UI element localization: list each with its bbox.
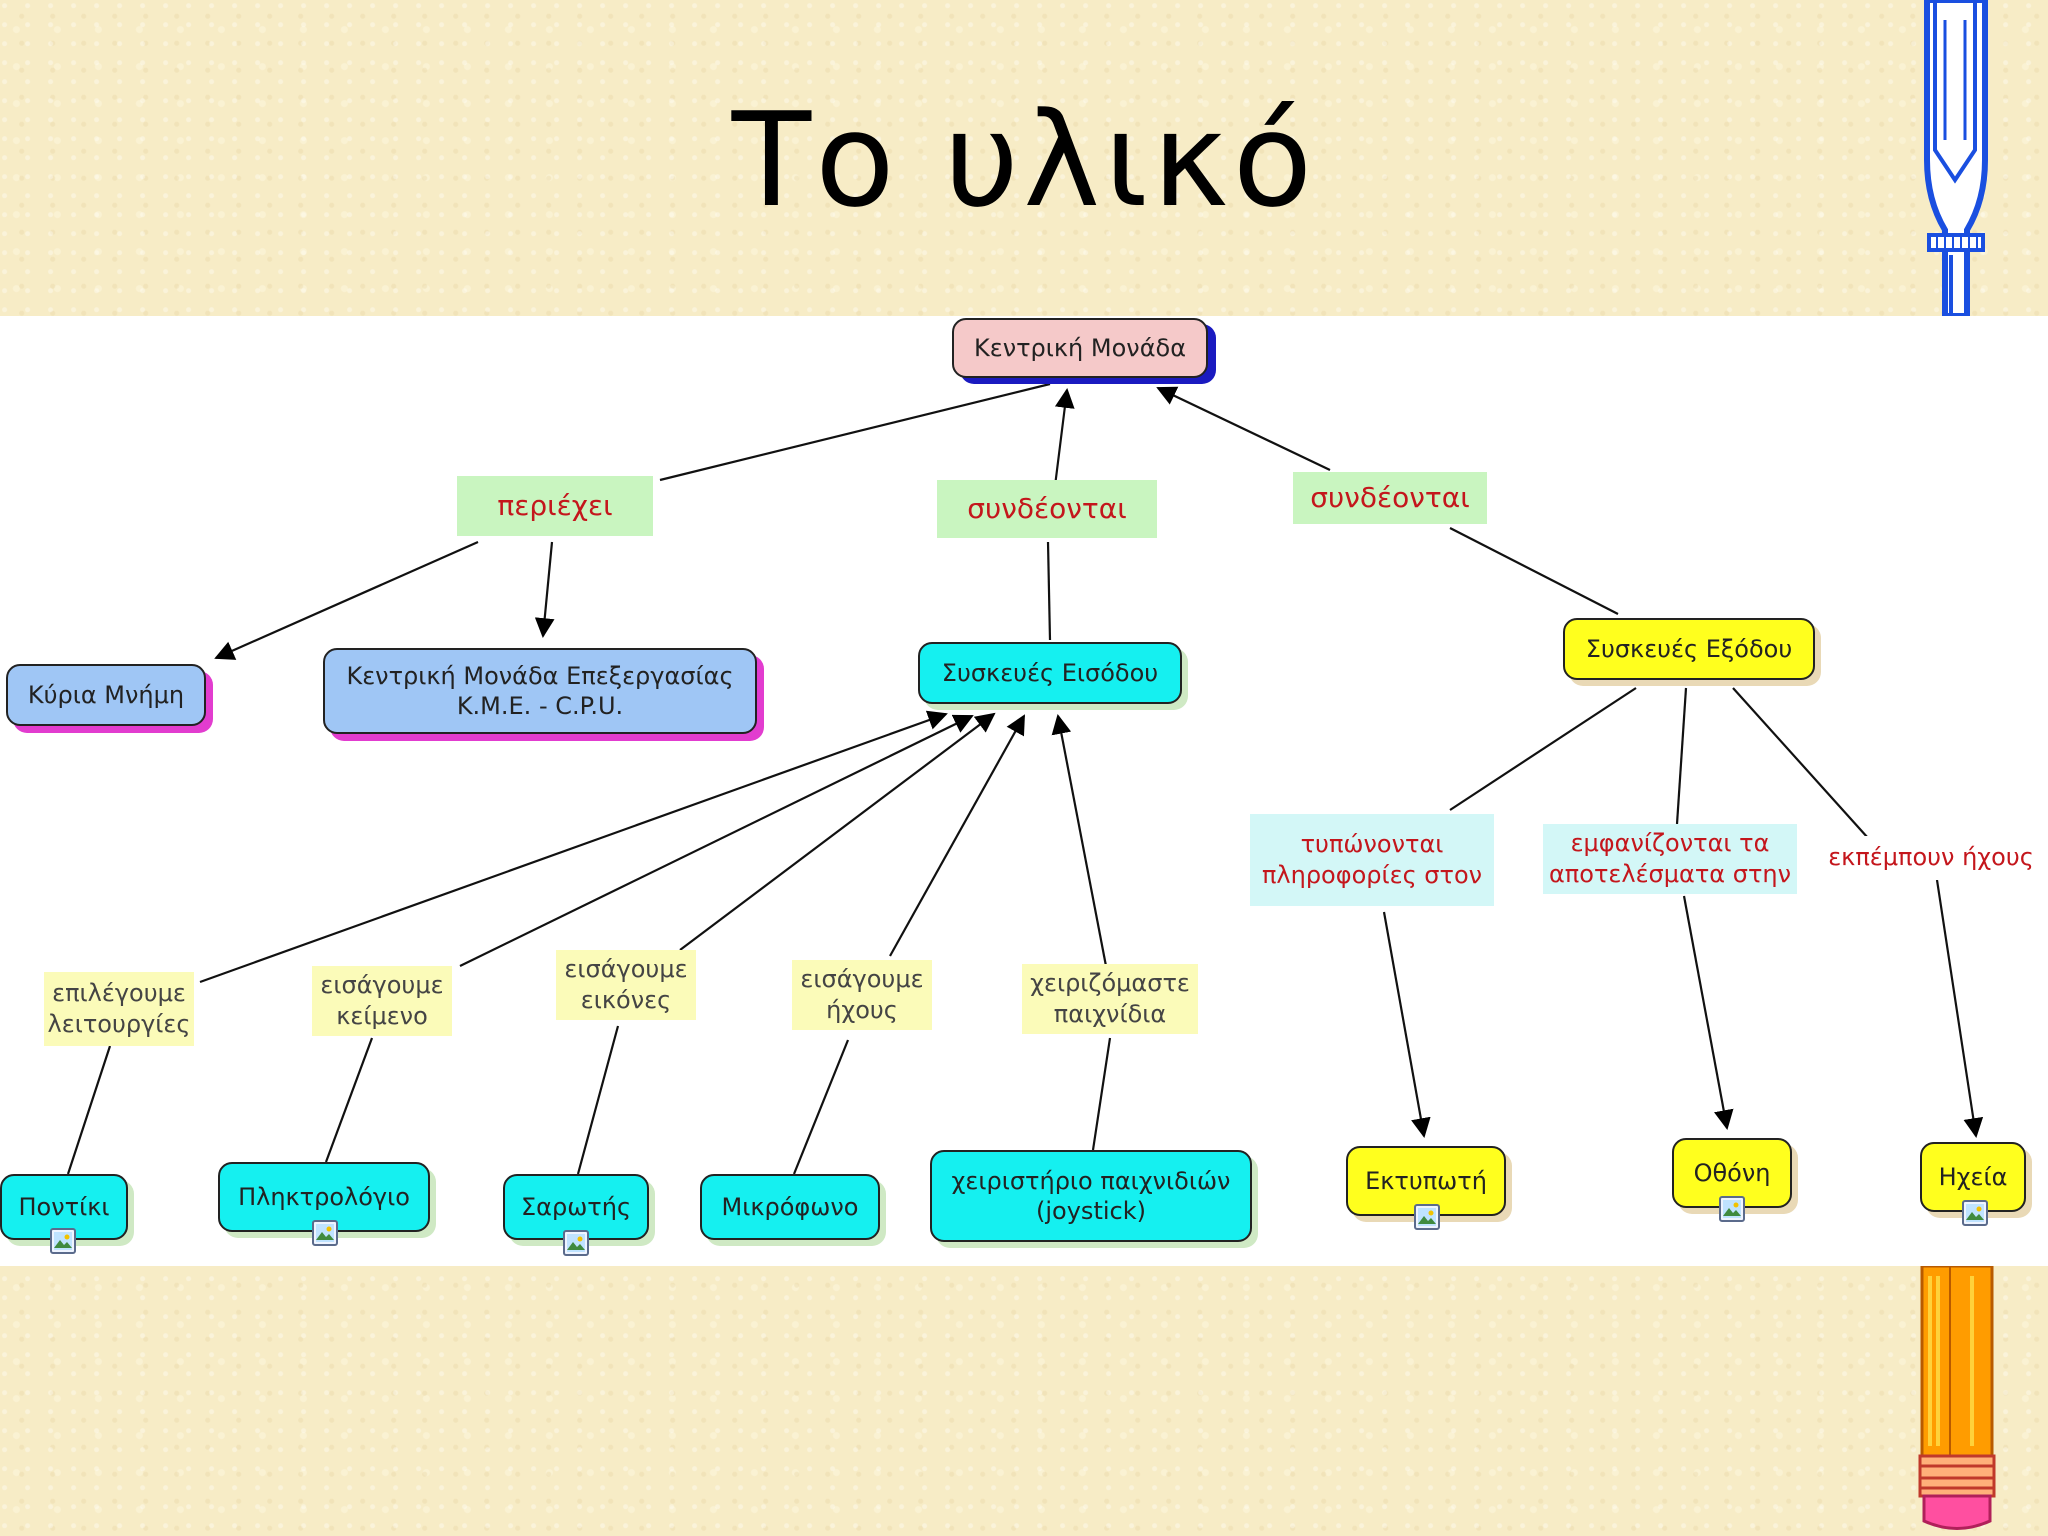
- node-mouse-label: Ποντίκι: [18, 1193, 110, 1221]
- node-screen[interactable]: Οθόνη: [1672, 1138, 1792, 1208]
- node-joystick-label-2: (joystick): [1036, 1197, 1146, 1225]
- link-label-shown: εμφανίζονται τα αποτελέσματα στην: [1543, 824, 1797, 894]
- image-attachment-icon[interactable]: [1962, 1200, 1988, 1226]
- link-label-play-games: χειριζόμαστε παιχνίδια: [1022, 964, 1198, 1034]
- link-label-select-functions: επιλέγουμε λειτουργίες: [44, 972, 194, 1046]
- concept-map-canvas: [0, 316, 2048, 1266]
- concept-map-edges: [66, 382, 1984, 1175]
- node-mouse[interactable]: Ποντίκι: [0, 1174, 128, 1240]
- node-input-devices-label: Συσκευές Εισόδου: [941, 659, 1159, 687]
- link-label-connected-output: συνδέονται: [1293, 472, 1487, 524]
- image-attachment-icon[interactable]: [1719, 1196, 1745, 1222]
- image-attachment-icon[interactable]: [50, 1228, 76, 1254]
- node-central-unit-label: Κεντρική Μονάδα: [973, 334, 1187, 362]
- link-label-printed: τυπώνονται πληροφορίες στον: [1250, 814, 1494, 906]
- pencil-icon: [1918, 1266, 1996, 1530]
- node-main-memory-label: Κύρια Μνήμη: [27, 681, 185, 709]
- link-label-enter-text: εισάγουμε κείμενο: [312, 966, 452, 1036]
- node-keyboard[interactable]: Πληκτρολόγιο: [218, 1162, 430, 1232]
- node-cpu[interactable]: Κεντρική Μονάδα Επεξεργασίας Κ.Μ.Ε. - C.…: [323, 648, 757, 734]
- node-output-devices[interactable]: Συσκευές Εξόδου: [1563, 618, 1815, 680]
- screwdriver-icon: [1924, 0, 1988, 316]
- node-main-memory[interactable]: Κύρια Μνήμη: [6, 664, 206, 726]
- node-output-devices-label: Συσκευές Εξόδου: [1585, 635, 1793, 663]
- node-scanner-label: Σαρωτής: [520, 1193, 632, 1221]
- link-label-emit-sound: εκπέμπουν ήχους: [1815, 836, 2047, 880]
- node-input-devices[interactable]: Συσκευές Εισόδου: [918, 642, 1182, 704]
- node-cpu-label-2: Κ.Μ.Ε. - C.P.U.: [456, 692, 624, 720]
- page-title: Το υλικό: [731, 84, 1317, 236]
- node-speakers-label: Ηχεία: [1938, 1163, 2008, 1191]
- node-cpu-label-1: Κεντρική Μονάδα Επεξεργασίας: [346, 662, 734, 690]
- node-keyboard-label: Πληκτρολόγιο: [238, 1183, 410, 1211]
- image-attachment-icon[interactable]: [563, 1230, 589, 1256]
- node-microphone[interactable]: Μικρόφωνο: [700, 1174, 880, 1240]
- node-joystick-label-1: χειριστήριο παιχνιδιών: [951, 1167, 1231, 1195]
- image-attachment-icon[interactable]: [1414, 1204, 1440, 1230]
- node-central-unit[interactable]: Κεντρική Μονάδα: [952, 318, 1208, 378]
- node-joystick[interactable]: χειριστήριο παιχνιδιών (joystick): [930, 1150, 1252, 1242]
- link-label-enter-images: εισάγουμε εικόνες: [556, 950, 696, 1020]
- link-label-contains: περιέχει: [457, 476, 653, 536]
- node-screen-label: Οθόνη: [1693, 1159, 1771, 1187]
- link-label-enter-sound: εισάγουμε ήχους: [792, 960, 932, 1030]
- image-attachment-icon[interactable]: [312, 1220, 338, 1246]
- node-printer-label: Εκτυπωτή: [1365, 1167, 1487, 1195]
- node-microphone-label: Μικρόφωνο: [721, 1193, 859, 1221]
- link-label-connected-input: συνδέονται: [937, 480, 1157, 538]
- node-speakers[interactable]: Ηχεία: [1920, 1142, 2026, 1212]
